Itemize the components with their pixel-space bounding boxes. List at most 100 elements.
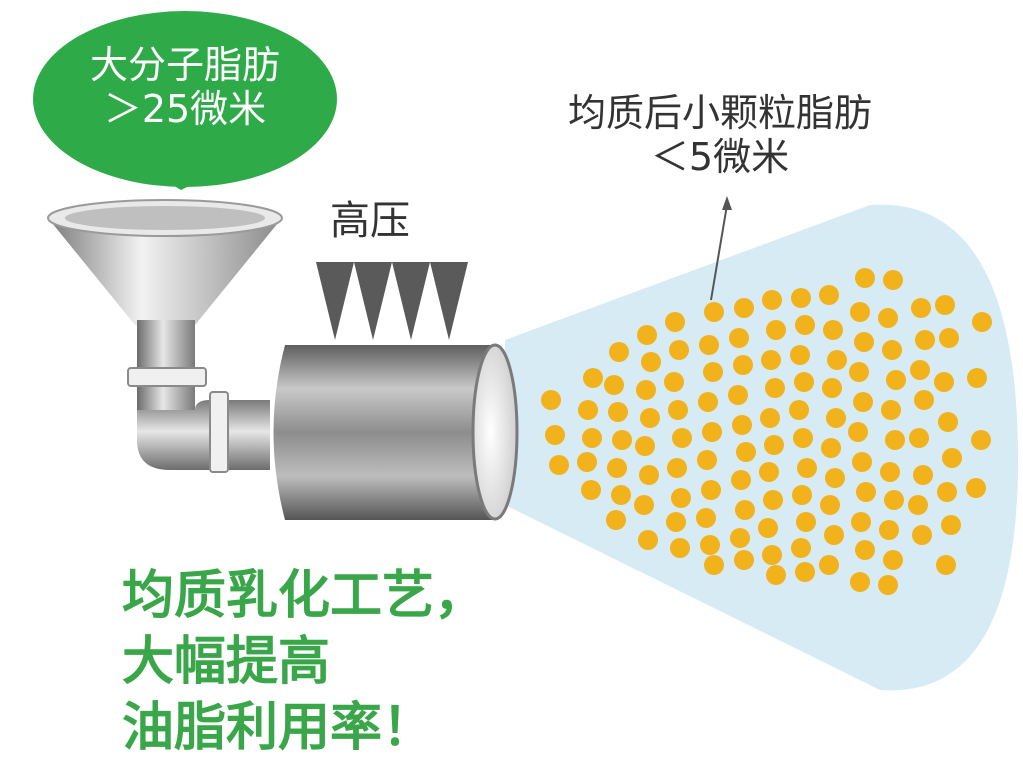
fat-droplet — [934, 372, 954, 392]
fat-droplet — [797, 458, 817, 478]
fat-droplet — [760, 408, 780, 428]
fat-droplet — [851, 512, 871, 532]
small-droplet-line-2: ＜5微米 — [650, 134, 790, 179]
fat-droplet — [635, 436, 655, 456]
fat-droplet — [578, 400, 598, 420]
fat-droplet — [577, 452, 597, 472]
fat-droplet — [581, 480, 601, 500]
pressure-arrow — [430, 262, 468, 340]
fat-droplet — [541, 390, 561, 410]
fat-droplet — [668, 400, 688, 420]
fat-droplet — [912, 525, 932, 545]
fat-droplet — [608, 402, 628, 422]
fat-droplet — [793, 428, 813, 448]
fat-droplet — [766, 320, 786, 340]
fat-droplet — [672, 428, 692, 448]
fat-droplet — [669, 340, 689, 360]
fat-droplet — [734, 298, 754, 318]
fat-droplet — [545, 425, 565, 445]
fat-droplet — [641, 352, 661, 372]
fat-droplet — [794, 372, 814, 392]
inlet-pipe — [127, 320, 270, 473]
fat-droplet — [791, 538, 811, 558]
fat-droplet — [732, 415, 752, 435]
pressure-arrow — [316, 262, 354, 340]
fat-droplet — [827, 350, 847, 370]
fat-droplet — [637, 325, 657, 345]
fat-droplet — [883, 270, 903, 290]
pointer-arrow — [710, 196, 732, 301]
fat-droplet — [634, 495, 654, 515]
fat-droplet — [821, 438, 841, 458]
fat-droplet — [825, 468, 845, 488]
fat-droplet — [671, 488, 691, 508]
fat-droplet — [728, 385, 748, 405]
fat-droplet — [878, 308, 898, 328]
fat-droplet — [967, 368, 987, 388]
fat-droplet — [941, 515, 961, 535]
fat-droplet — [789, 400, 809, 420]
fat-droplet — [850, 302, 870, 322]
pressure-arrow — [392, 262, 430, 340]
fat-droplet — [703, 362, 723, 382]
fat-droplet — [848, 422, 868, 442]
fat-droplet — [582, 428, 602, 448]
fat-droplet — [696, 508, 716, 528]
fat-droplet — [729, 328, 749, 348]
fat-droplet — [938, 412, 958, 432]
fat-droplet — [790, 345, 810, 365]
fat-droplet — [759, 462, 779, 482]
small-droplet-line-1: 均质后小颗粒脂肪 — [567, 91, 872, 135]
fat-droplet — [733, 355, 753, 375]
fat-droplet — [758, 518, 778, 538]
fat-droplet — [856, 482, 876, 502]
fat-droplet — [792, 485, 812, 505]
fat-droplet — [878, 575, 898, 595]
fat-droplet — [850, 572, 870, 592]
fat-droplet — [704, 555, 724, 575]
fat-droplet — [822, 378, 842, 398]
fat-droplet — [636, 380, 656, 400]
fat-droplet — [937, 482, 957, 502]
fat-droplet — [854, 332, 874, 352]
bubble-label: 大分子脂肪 ＞25微米 — [30, 43, 340, 131]
fat-droplet — [849, 362, 869, 382]
fat-droplet — [667, 458, 687, 478]
headline: 均质乳化工艺， 大幅提高 油脂利用率！ — [122, 563, 642, 761]
fat-droplet — [795, 562, 815, 582]
fat-droplet — [731, 470, 751, 490]
fat-droplet — [935, 295, 955, 315]
fat-droplet — [640, 408, 660, 428]
fat-droplet — [820, 495, 840, 515]
fat-droplet — [936, 555, 956, 575]
fat-droplet — [765, 378, 785, 398]
bubble-line-2: ＞25微米 — [103, 86, 267, 131]
fat-droplet — [852, 452, 872, 472]
fat-droplet — [762, 290, 782, 310]
pressure-arrows — [316, 262, 468, 340]
fat-droplet — [855, 268, 875, 288]
fat-droplet — [764, 435, 784, 455]
fat-droplet — [909, 428, 929, 448]
fat-droplet — [763, 490, 783, 510]
fat-droplet — [881, 400, 901, 420]
fat-droplet — [702, 422, 722, 442]
fat-droplet — [911, 298, 931, 318]
fat-droplet — [915, 330, 935, 350]
fat-droplet — [766, 565, 786, 585]
fat-droplet — [701, 480, 721, 500]
fat-droplet — [549, 455, 569, 475]
fat-droplet — [666, 512, 686, 532]
headline-line-2: 大幅提高 — [122, 632, 331, 692]
fat-droplet — [791, 288, 811, 308]
fat-droplet — [826, 408, 846, 428]
fat-droplet — [730, 528, 750, 548]
pressure-arrow — [354, 262, 392, 340]
fat-droplet — [879, 520, 899, 540]
fat-droplet — [583, 368, 603, 388]
fat-droplet — [665, 312, 685, 332]
headline-line-1: 均质乳化工艺， — [122, 566, 487, 626]
fat-droplet — [700, 535, 720, 555]
fat-droplet — [761, 350, 781, 370]
